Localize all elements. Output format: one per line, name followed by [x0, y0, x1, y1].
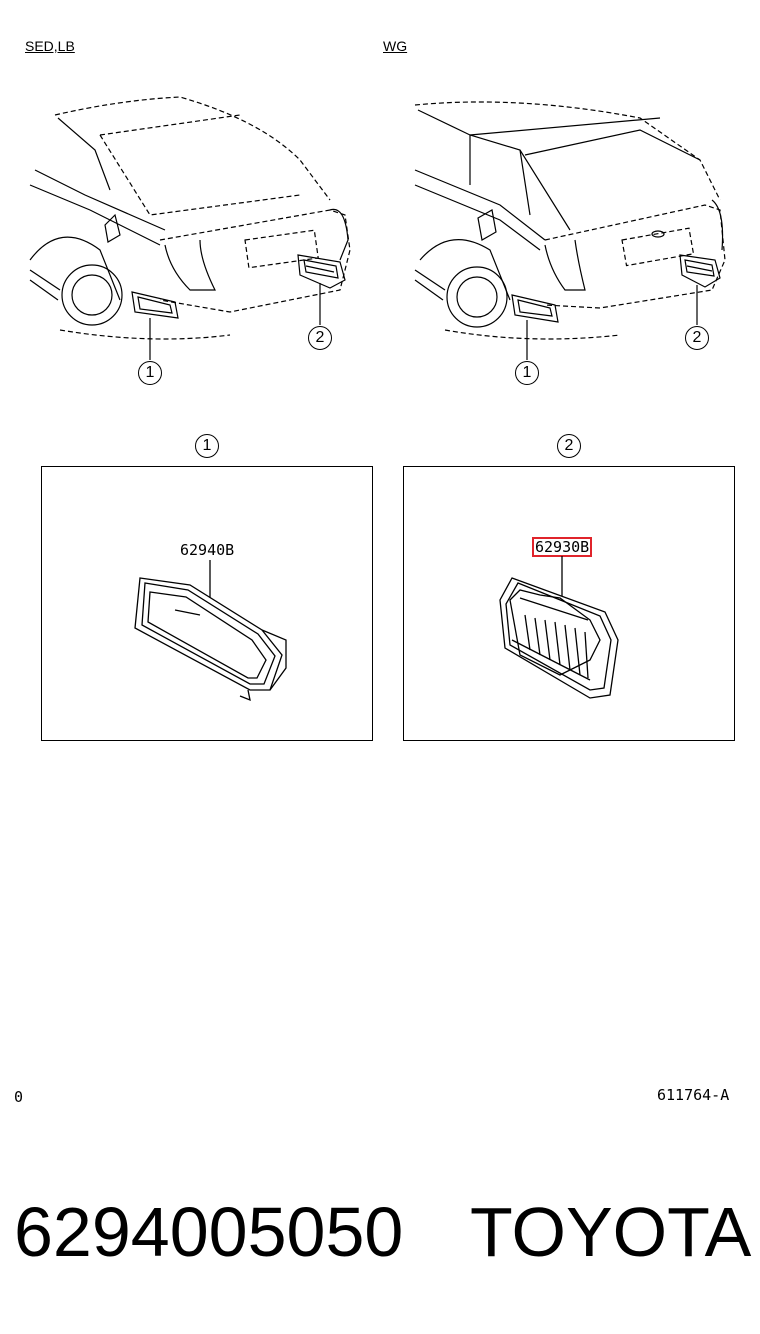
detail-2-lamp-drawing [499, 556, 619, 699]
sedan-lamp-2-mark [297, 254, 346, 289]
part-label-62940b: 62940B [180, 541, 235, 559]
sedan-callout-2: 2 [308, 326, 332, 350]
variant-label-sedan: SED,LB [25, 38, 75, 54]
detail-box-1 [41, 466, 373, 741]
footer-code-right: 611764-A [657, 1086, 730, 1104]
detail-box-2 [403, 466, 735, 741]
sedan-callout-1: 1 [138, 361, 162, 385]
product-brand: TOYOTA [470, 1193, 752, 1271]
detail-1-callout: 1 [195, 434, 219, 458]
wagon-callout-2: 2 [685, 326, 709, 350]
sedan-rear-illustration [29, 96, 351, 360]
product-part-number: 6294005050 [14, 1193, 404, 1271]
wagon-rear-illustration [414, 101, 726, 360]
detail-1-lamp-drawing [134, 560, 287, 702]
detail-2-callout: 2 [557, 434, 581, 458]
wagon-lamp-1-mark [511, 294, 559, 323]
variant-label-wagon: WG [383, 38, 408, 54]
sedan-lamp-1-mark [131, 291, 179, 319]
wagon-lamp-2-mark [679, 254, 721, 288]
wagon-callout-1: 1 [515, 361, 539, 385]
footer-code-left: 0 [14, 1088, 24, 1106]
